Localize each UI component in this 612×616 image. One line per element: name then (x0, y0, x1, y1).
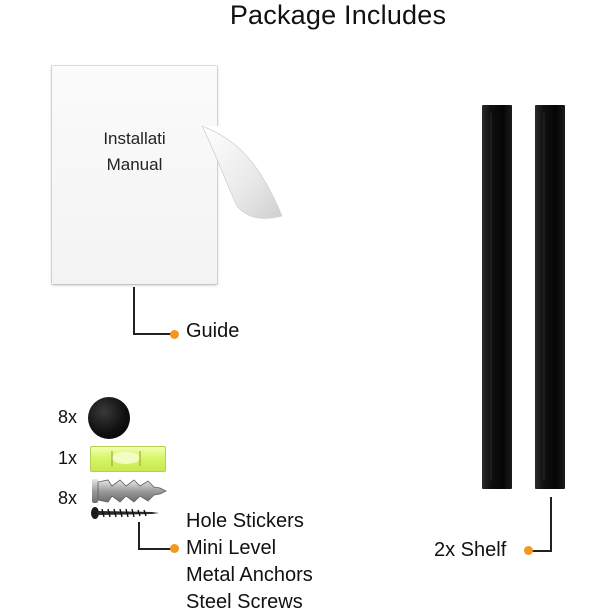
mini-level-image (90, 446, 166, 472)
hole-sticker-image (88, 397, 130, 439)
steel-screws-label: Steel Screws (186, 591, 303, 613)
level-bubble-icon (111, 451, 141, 466)
manual-title-line2: Manual (106, 155, 163, 174)
hardware-callout-line (138, 522, 176, 550)
guide-callout-line (133, 287, 175, 335)
manual-cover-text: Installati Manual (52, 126, 217, 178)
level-quantity: 1x (58, 448, 78, 468)
shelf-callout-dot (524, 546, 533, 555)
hardware-label-list: Hole Stickers Mini Level Metal Anchors S… (186, 508, 313, 616)
guide-callout-dot (170, 330, 179, 339)
metal-anchor-icon (92, 479, 167, 503)
guide-label: Guide (186, 320, 240, 342)
mini-level-label: Mini Level (186, 537, 277, 559)
shelf-callout-line (528, 497, 552, 552)
steel-screw-icon (91, 507, 159, 519)
installation-manual-image: Installati Manual (52, 66, 282, 284)
shelf-label: 2x Shelf (434, 539, 507, 561)
shelf-left (482, 105, 512, 489)
sticker-quantity: 8x (58, 407, 78, 427)
page-title: Package Includes (229, 0, 447, 30)
shelf-right (535, 105, 565, 489)
hole-stickers-label: Hole Stickers (186, 510, 304, 532)
anchor-quantity: 8x (58, 488, 78, 508)
manual-title-line1: Installati (103, 129, 166, 148)
hardware-callout-dot (170, 544, 179, 553)
metal-anchors-label: Metal Anchors (186, 564, 313, 586)
page-curl-icon (202, 126, 282, 219)
